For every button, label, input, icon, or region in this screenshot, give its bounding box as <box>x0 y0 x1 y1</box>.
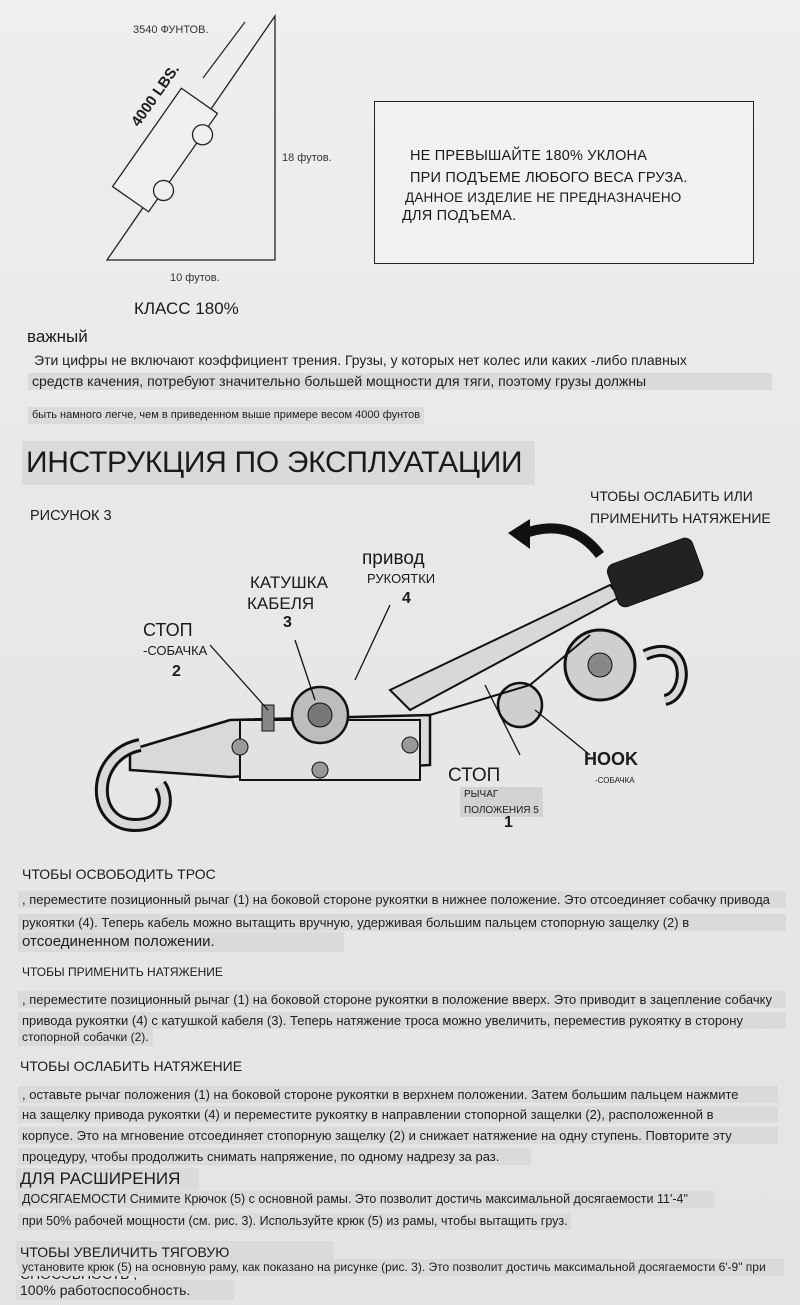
extension-line-2: при 50% рабочей мощности (см. рис. 3). И… <box>18 1213 571 1230</box>
apply-tension-line-1: , переместите позиционный рычаг (1) на б… <box>18 991 786 1008</box>
warning-line-1: НЕ ПРЕВЫШАЙТЕ 180% УКЛОНА <box>410 148 648 164</box>
pulling-capacity-title: ЧТОБЫ УВЕЛИЧИТЬ ТЯГОВУЮ СПОСОБНОСТЬ , <box>16 1241 334 1282</box>
weight-box <box>111 87 219 213</box>
apply-tension-line-2: привода рукоятки (4) с катушкой кабеля (… <box>18 1012 786 1029</box>
important-title: важный <box>27 327 88 346</box>
curved-arrow-icon <box>518 523 604 559</box>
pulling-capacity-line-2: 100% работоспособность. <box>16 1280 234 1300</box>
stop-number: 2 <box>172 663 181 680</box>
drive-label-2: РУКОЯТКИ <box>367 571 436 586</box>
bolt-icon <box>231 738 249 756</box>
wheel-icon <box>152 179 175 202</box>
weight-label: 3540 ФУНТОВ. <box>133 24 209 36</box>
release-tension-line-3: корпусе. Это на мгновение отсоединяет ст… <box>18 1127 778 1144</box>
spool-label-1: КАТУШКА <box>250 573 328 592</box>
come-along-illustration <box>94 519 704 833</box>
release-tension-line-2: на защелку привода рукоятки (4) и переме… <box>18 1106 778 1123</box>
release-tension-line-1: , оставьте рычаг положения (1) на боково… <box>18 1086 778 1103</box>
class-label: КЛАСС 180% <box>134 299 239 318</box>
warning-line-3: ДАННОЕ ИЗДЕЛИЕ НЕ ПРЕДНАЗНАЧЕНО <box>405 190 682 205</box>
stop-pawl <box>261 704 275 732</box>
stop-label-2: -СОБАЧКА <box>143 643 208 658</box>
pulley-small <box>496 681 544 729</box>
pulling-capacity-line-1: установите крюк (5) на основную раму, ка… <box>18 1259 784 1276</box>
bolt-icon <box>311 761 329 779</box>
release-cable-line-2: рукоятки (4). Теперь кабель можно вытащи… <box>18 914 786 931</box>
important-line-2: средств качения, потребуют значительно б… <box>28 373 772 390</box>
lever-position-label: РЫЧАГ ПОЛОЖЕНИЯ 5 <box>460 787 543 817</box>
cable-line <box>202 21 246 79</box>
spool-number: 3 <box>283 614 292 631</box>
wheel-icon <box>191 124 214 146</box>
figure-caption: РИСУНОК 3 <box>30 508 112 524</box>
release-tension-title: ЧТОБЫ ОСЛАБИТЬ НАТЯЖЕНИЕ <box>20 1058 243 1074</box>
release-apply-line-1: ЧТОБЫ ОСЛАБИТЬ ИЛИ <box>590 488 753 504</box>
spool-label-2: КАБЕЛЯ <box>247 594 315 613</box>
important-line-1: Эти цифры не включают коэффициент трения… <box>34 352 687 368</box>
apply-tension-title: ЧТОБЫ ПРИМЕНИТЬ НАТЯЖЕНИЕ <box>22 965 223 979</box>
cable <box>429 634 591 716</box>
hook-small-label: -СОБАЧКА <box>595 776 635 785</box>
release-apply-line-2: ПРИМЕНИТЬ НАТЯЖЕНИЕ <box>590 510 771 526</box>
extension-title: ДЛЯ РАСШИРЕНИЯ <box>16 1168 199 1190</box>
handle-grip <box>606 537 704 608</box>
apply-tension-line-3: стопорной собачки (2). <box>18 1029 153 1046</box>
drive-number: 4 <box>402 590 411 607</box>
base-label: 10 футов. <box>170 272 220 284</box>
slope-diagram <box>105 13 276 261</box>
drive-label-1: привод <box>362 548 425 569</box>
bolt-icon <box>401 736 419 754</box>
stop-label-1: СТОП <box>143 620 193 640</box>
warning-box <box>374 101 754 264</box>
instructions-title: ИНСТРУКЦИЯ ПО ЭКСПЛУАТАЦИИ <box>22 441 535 485</box>
lever-number: 1 <box>504 814 513 831</box>
release-cable-title: ЧТОБЫ ОСВОБОДИТЬ ТРОС <box>22 866 216 882</box>
release-tension-line-4: процедуру, чтобы продолжить снимать напр… <box>18 1148 531 1165</box>
warning-line-2: ПРИ ПОДЪЕМЕ ЛЮБОГО ВЕСА ГРУЗА. <box>410 170 688 186</box>
height-label: 18 футов. <box>282 152 332 164</box>
hook-label: HOOK <box>584 749 638 769</box>
stop-lever-label: СТОП <box>448 765 501 786</box>
release-cable-line-3: отсоединенном положении. <box>18 932 344 952</box>
release-cable-line-1: , переместите позиционный рычаг (1) на б… <box>18 891 786 908</box>
warning-line-4: ДЛЯ ПОДЪЕМА. <box>402 208 517 224</box>
extension-line-1: ДОСЯГАЕМОСТИ Снимите Крючок (5) с основн… <box>18 1191 714 1208</box>
important-line-3: быть намного легче, чем в приведенном вы… <box>28 407 425 424</box>
